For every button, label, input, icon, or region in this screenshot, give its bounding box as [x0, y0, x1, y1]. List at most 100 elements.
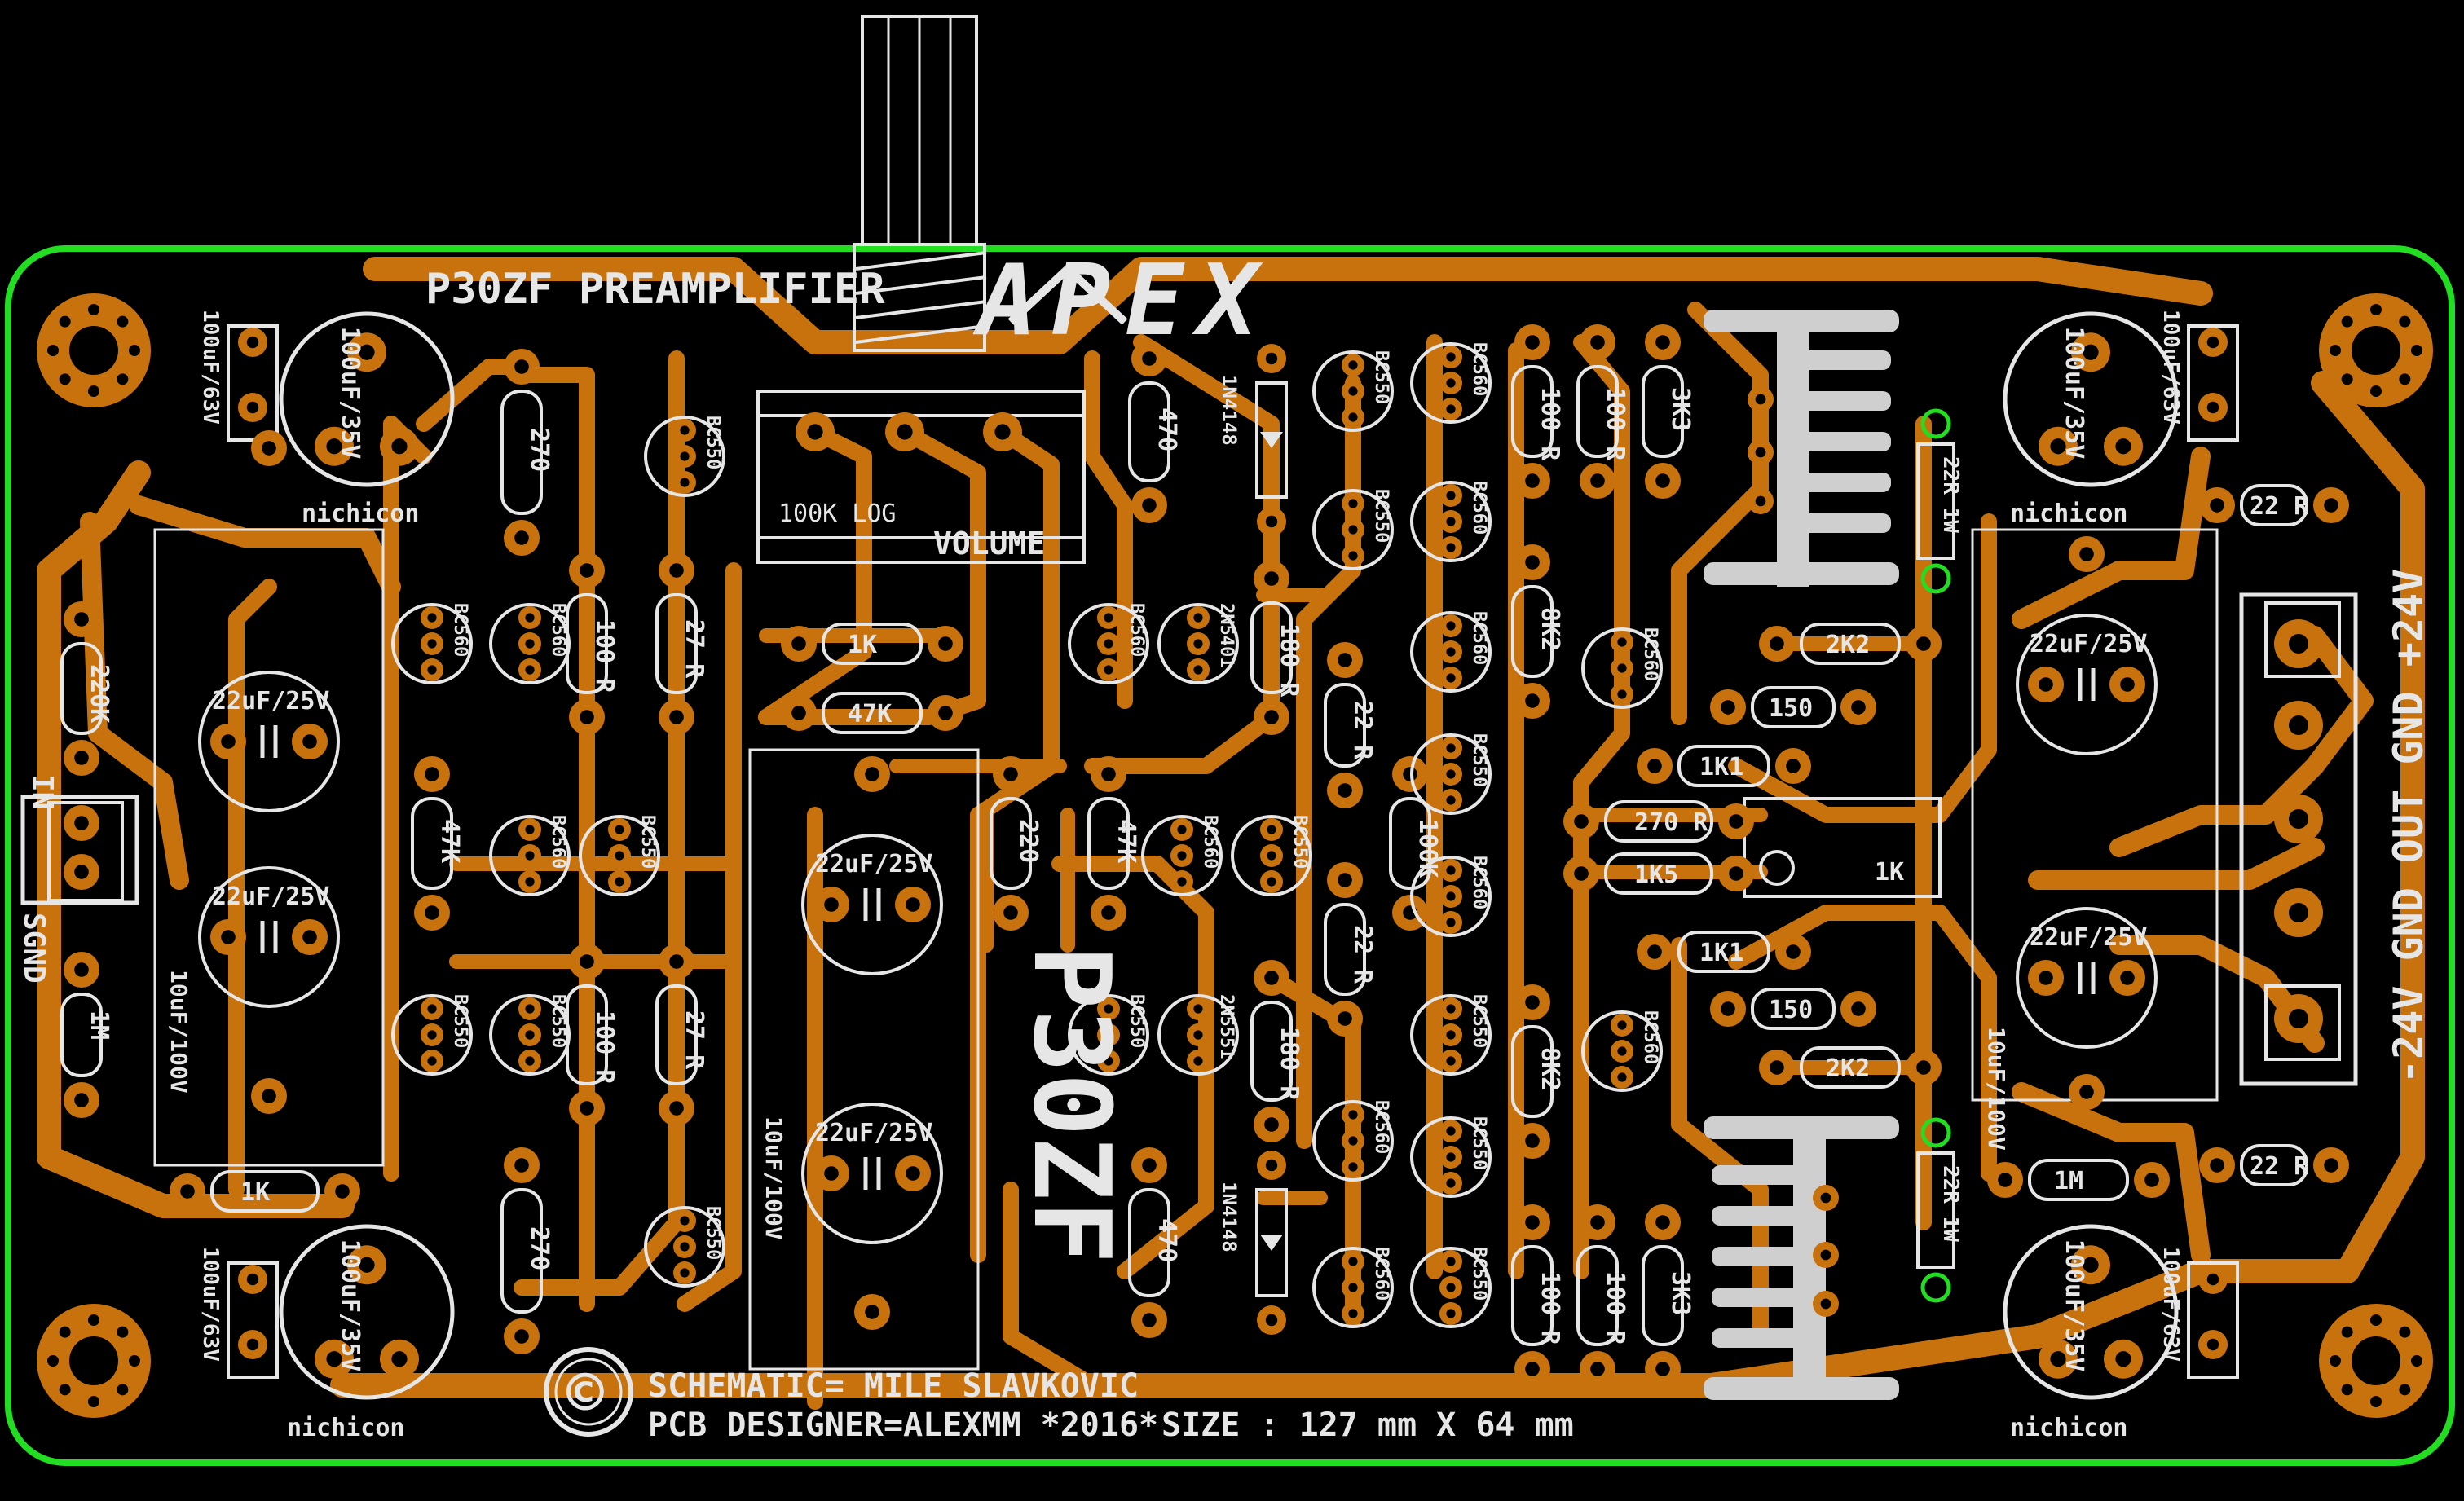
capacitor-label: 22uF/25V [212, 883, 330, 911]
resistor-body [1324, 683, 1366, 768]
capacitor-22uf [198, 866, 340, 1008]
resistor-body [822, 692, 923, 734]
resistor-label: 1K [848, 631, 877, 659]
transistor-label: BC560 [548, 603, 568, 657]
transistor-outline [1410, 342, 1492, 424]
resistor-body [1389, 797, 1431, 890]
capacitor-22uf [2016, 614, 2158, 755]
apex-logo: APEX [972, 244, 1272, 358]
resistor-body [2240, 484, 2308, 526]
capacitor-label: 22uF/25V [815, 1119, 933, 1147]
resistor-body [1751, 988, 1836, 1030]
capacitor-label: 100uF/63V [198, 1247, 223, 1362]
resistor-label: 1M [85, 1010, 113, 1040]
capacitor-22uf [198, 671, 340, 812]
resistor-body [1511, 1245, 1554, 1346]
trimmer-label: 1K [1875, 858, 1904, 887]
sgnd-label: SGND [17, 913, 51, 984]
transistor-outline [1068, 994, 1149, 1076]
resistor-label: 27 R [680, 619, 708, 679]
transistor-label: BC550 [548, 994, 568, 1048]
transistor-label: BC560 [450, 603, 470, 657]
transistor-outline [1410, 733, 1492, 815]
credit-schematic: SCHEMATIC= MILE SLAVKOVIC [648, 1367, 1139, 1405]
resistor-label: 1K1 [1699, 753, 1743, 781]
transistor-label: BC560 [1640, 627, 1660, 681]
resistor-label: 47K [435, 819, 464, 863]
component-labels: 100uF/35V100uF/35V100uF/35V100uF/35V100u… [85, 310, 2309, 1371]
resistor-body [822, 623, 923, 665]
resistor-label: 1K1 [1699, 939, 1743, 967]
resistor-body [1604, 800, 1713, 843]
transistor-outline [1410, 856, 1492, 937]
resistor-body [1511, 585, 1554, 678]
resistor-body [1250, 1001, 1293, 1102]
transistor-label: BC560 [1200, 815, 1220, 869]
transistor-outline [1312, 489, 1394, 570]
resistor-body [1576, 1245, 1619, 1346]
trimmer-1k [1743, 797, 1942, 898]
capacitor-label: 10uF/100V [1983, 1027, 2010, 1151]
resistor-body [1677, 931, 1770, 973]
input-label: IN [25, 774, 59, 809]
resistor-label: 22 R [2250, 1152, 2309, 1181]
capacitor-label: 100uF/63V [2158, 310, 2183, 425]
transistor-outline [644, 1206, 725, 1288]
transistor-outline [1068, 603, 1149, 684]
pot-value: 100K LOG [778, 500, 897, 528]
transistor-outline [391, 994, 473, 1076]
resistor-label: 270 R [1634, 808, 1708, 837]
capacitor-22uf [801, 1103, 943, 1244]
resistor-label: 150 [1769, 694, 1813, 723]
resistor-body [1800, 1046, 1901, 1089]
resistor-label: 220 [1014, 819, 1042, 863]
pot-name: VOLUME [933, 526, 1045, 561]
resistor-label: 22 R [2250, 492, 2309, 521]
transistor-label: BC560 [1469, 856, 1489, 909]
resistor-label: 47K [848, 700, 892, 728]
brand-bot-left: nichicon [287, 1414, 405, 1442]
capacitor-label: 100uF/35V [2060, 327, 2088, 460]
transistor-label: 2N5401 [1216, 603, 1236, 667]
transistor-outline [644, 416, 725, 497]
resistor-label: 3K3 [1666, 1271, 1695, 1315]
heatsink-bottom [1704, 1116, 1899, 1400]
resistor-label: 100 R [1536, 387, 1564, 461]
resistor-body [210, 1170, 320, 1213]
board-size: SIZE : 127 mm X 64 mm [1161, 1406, 1574, 1444]
diode-body [1255, 1188, 1288, 1297]
resistor-label: 22R 1W [1938, 1165, 1963, 1242]
transistor-outline [489, 603, 571, 684]
electrolytic-capacitor [279, 1224, 455, 1400]
transistor-outline [489, 994, 571, 1076]
resistor-label: 270 [525, 428, 553, 472]
capacitor-label: 10uF/100V [760, 1116, 787, 1240]
resistor-body [990, 797, 1032, 890]
resistor-label: 470 [1153, 1218, 1181, 1262]
power-terminal-block [2239, 592, 2358, 1086]
resistor-body [1324, 903, 1366, 996]
resistor-body [655, 593, 698, 694]
film-capacitor [227, 324, 279, 442]
power-label: -24V GND OUT GND +24V [2385, 569, 2432, 1084]
transistor-outline [1581, 627, 1663, 709]
capacitor-label: 22uF/25V [2030, 923, 2148, 952]
transistor-label: BC550 [703, 1206, 723, 1260]
transistor-outline [1312, 1247, 1394, 1328]
resistor-label: 220K [85, 664, 113, 723]
transistor-label: BC550 [450, 994, 470, 1048]
model-vertical: P30ZF [1010, 945, 1134, 1264]
transistor-label: BC550 [1126, 994, 1147, 1048]
resistor-label: 180 R [1275, 623, 1303, 698]
transistor-outline [1312, 350, 1394, 432]
transistor-outline [1410, 994, 1492, 1076]
transistor-label: BC560 [1371, 1247, 1391, 1301]
capacitor-label: 100uF/35V [2060, 1239, 2088, 1372]
resistor-label: 2K2 [1826, 631, 1870, 659]
transistor-outline [1410, 481, 1492, 562]
electrolytic-capacitor [2003, 311, 2179, 487]
resistor-body [2240, 1144, 2308, 1186]
resistor-body [1511, 1025, 1554, 1118]
transistor-label: BC550 [637, 815, 658, 869]
resistor-label: 8K2 [1536, 607, 1564, 651]
